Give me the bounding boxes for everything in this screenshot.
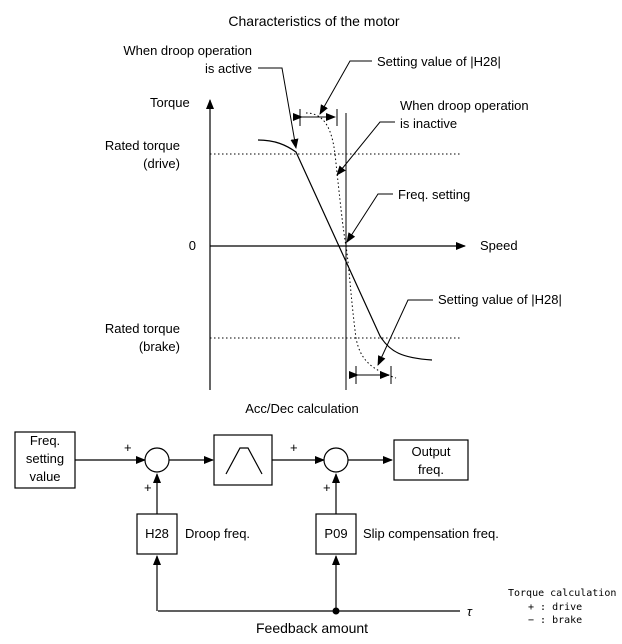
speed-axis-label: Speed — [480, 238, 518, 253]
sum2-plus-bottom: + — [323, 480, 331, 495]
torque-axis-label: Torque — [150, 95, 190, 110]
p09-box — [315, 513, 357, 555]
output-box-line1: Output — [411, 444, 450, 459]
zero-label: 0 — [189, 238, 196, 253]
diagram-title: Characteristics of the motor — [228, 13, 400, 29]
h28-label: H28 — [145, 526, 169, 541]
rated-brake-label-1: Rated torque — [105, 321, 180, 336]
summing-junction-1 — [144, 447, 170, 473]
freq-setting-box-line2: setting — [26, 451, 64, 466]
freq-setting-leader — [346, 193, 393, 243]
droop-inactive-label-1: When droop operation — [400, 98, 529, 113]
freq-setting-box-line3: value — [29, 469, 60, 484]
torque-calc-minus: − : brake — [528, 615, 582, 626]
setting-value-lower-label: Setting value of |H28| — [438, 292, 562, 307]
sum1-plus-bottom: + — [144, 480, 152, 495]
block-diagram: Acc/Dec calculation Freq. setting value … — [14, 401, 616, 636]
tau-symbol: τ — [467, 604, 473, 619]
droop-inactive-label-2: is inactive — [400, 116, 457, 131]
droop-inactive-leader — [336, 121, 395, 176]
acc-dec-trapezoid-icon — [225, 447, 263, 475]
slip-comp-label: Slip compensation freq. — [363, 526, 499, 541]
freq-setting-label: Freq. setting — [398, 187, 470, 202]
torque-calc-plus: + : drive — [528, 602, 582, 613]
droop-active-label-1: When droop operation — [123, 43, 252, 58]
rated-brake-label-2: (brake) — [139, 339, 180, 354]
output-freq-box — [393, 439, 469, 481]
acc-dec-box — [213, 434, 273, 486]
setting-value-upper-leader — [319, 60, 372, 115]
droop-inactive-curve — [305, 112, 397, 379]
rated-drive-label-2: (drive) — [143, 156, 180, 171]
feedback-junction-dot — [332, 607, 340, 615]
freq-setting-box-line1: Freq. — [30, 433, 60, 448]
p09-label: P09 — [324, 526, 347, 541]
feedback-amount-label: Feedback amount — [256, 620, 368, 636]
sum2-plus-left: + — [290, 440, 298, 455]
droop-active-leader — [258, 67, 299, 149]
freq-setting-box — [14, 431, 76, 489]
torque-calc-title: Torque calculation — [508, 588, 616, 599]
acc-dec-label: Acc/Dec calculation — [245, 401, 358, 416]
setting-value-lower-leader — [377, 299, 433, 366]
droop-active-label-2: is active — [205, 61, 252, 76]
torque-speed-graph: Torque Speed 0 Rated torque (drive) Rate… — [105, 43, 562, 390]
output-box-line2: freq. — [418, 462, 444, 477]
droop-active-curve — [257, 139, 433, 361]
h28-box — [136, 513, 178, 555]
summing-junction-2 — [323, 447, 349, 473]
sum1-plus-left: + — [124, 440, 132, 455]
setting-value-upper-label: Setting value of |H28| — [377, 54, 501, 69]
rated-drive-label-1: Rated torque — [105, 138, 180, 153]
droop-freq-label: Droop freq. — [185, 526, 250, 541]
